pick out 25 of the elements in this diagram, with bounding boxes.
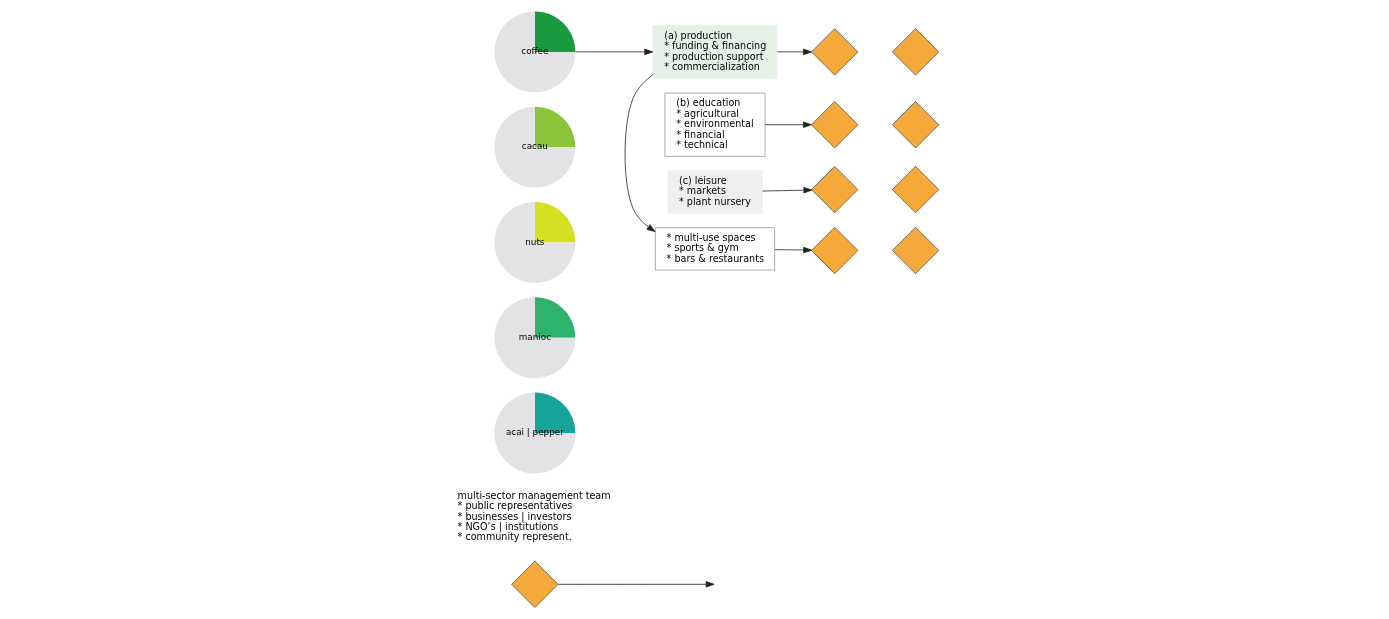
node-picture (810, 28, 858, 76)
node-label: multi-sector management team (457, 489, 611, 501)
node-box: (c) leisure * markets * plant nursery (666, 170, 763, 214)
node-picture (810, 226, 858, 275)
node-label: * community represent. (457, 531, 572, 543)
arrow (574, 48, 653, 56)
node-box: (a) production * funding & financing * production support * commercialization (652, 25, 777, 79)
arrow (557, 581, 715, 588)
node-picture (891, 28, 939, 76)
node-label: * businesses | investors (457, 510, 571, 522)
arrow (764, 121, 812, 128)
arrow (624, 74, 655, 232)
node-picture (810, 166, 858, 214)
node-label: * public representatives (457, 500, 572, 512)
node-label: * NGO’s | institutions (457, 520, 558, 532)
node-box: (b) education * agricultural * environmental * financial * technical (664, 92, 765, 157)
node-picture (891, 101, 939, 149)
arrow (776, 48, 812, 56)
arrow (761, 187, 812, 194)
arrow (773, 246, 812, 254)
node-picture (510, 560, 558, 608)
node-picture (891, 166, 939, 214)
node-picture (810, 101, 858, 149)
node-picture (891, 226, 939, 275)
node-box: * multi-use spaces * sports & gym * bars & restaurants (654, 227, 775, 271)
